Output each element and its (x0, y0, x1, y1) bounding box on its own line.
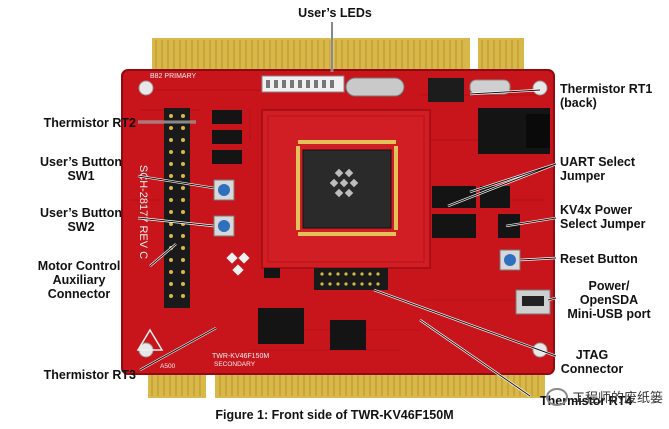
label-jtag-line1: JTAG (575, 348, 609, 362)
label-jtag-line2: Connector (560, 362, 624, 376)
jtag-header (314, 268, 388, 290)
label-users-leds-text: User’s LEDs (298, 6, 372, 20)
chip-logo (329, 168, 359, 198)
label-sw1-line2: SW1 (67, 169, 95, 183)
label-kv4x-line1: KV4x Power (560, 203, 633, 217)
silk-twr: TWR-KV46F150M (212, 353, 269, 360)
top-edge-connector-left (152, 38, 470, 72)
label-users-button-sw1: User’s Button SW1 (22, 155, 140, 183)
label-sw2-line2: SW2 (67, 220, 95, 234)
watermark: 工程师的废纸篓 (545, 387, 663, 406)
esd-warning-mark (136, 328, 164, 351)
label-sw2-line1: User’s Button (40, 206, 122, 220)
mounting-hole (532, 80, 548, 96)
label-thermistor-rt3: Thermistor RT3 (12, 368, 136, 382)
figure-caption: Figure 1: Front side of TWR-KV46F150M (0, 408, 669, 422)
label-reset-button: Reset Button (560, 252, 638, 266)
figure-caption-text: Figure 1: Front side of TWR-KV46F150M (215, 408, 454, 422)
thermistor-rt1-area (428, 78, 464, 102)
label-kv4x-power: KV4x Power Select Jumper (560, 203, 645, 231)
label-power-line1: Power/ (588, 279, 630, 293)
label-users-button-sw2: User’s Button SW2 (22, 206, 140, 234)
label-thermistor-rt3-text: Thermistor RT3 (43, 368, 136, 382)
label-motor-line3: Connector (47, 287, 111, 301)
label-motor-line1: Motor Control (37, 259, 121, 273)
label-thermistor-rt1: Thermistor RT1 (back) (560, 82, 652, 110)
label-kv4x-line2: Select Jumper (560, 217, 646, 231)
user-button-sw1 (213, 179, 235, 201)
silk-a500: A500 (160, 363, 176, 370)
watermark-text: 工程师的废纸篓 (571, 391, 663, 406)
silk-secondary: SECONDARY (214, 361, 256, 368)
silk-b82: B82 PRIMARY (150, 73, 196, 80)
label-uart-select-line1: UART Select (560, 155, 636, 169)
label-power-opensda: Power/ OpenSDA Mini-USB port (556, 279, 662, 321)
mcu-chip (302, 149, 392, 229)
label-reset-text: Reset Button (560, 252, 638, 266)
label-jtag-connector: JTAG Connector (556, 348, 628, 376)
label-thermistor-rt1-line2: (back) (560, 96, 597, 110)
mounting-hole (138, 80, 154, 96)
label-thermistor-rt2-text: Thermistor RT2 (43, 116, 136, 130)
motor-control-header (164, 108, 190, 308)
label-motor-line2: Auxiliary (52, 273, 106, 287)
label-uart-select-line2: Jumper (560, 169, 606, 183)
reset-button-part (499, 249, 521, 271)
label-thermistor-rt1-line1: Thermistor RT1 (560, 82, 653, 96)
wechat-icon (545, 387, 568, 406)
board-logo (226, 252, 250, 276)
kv4x-power-jumper (432, 214, 520, 238)
label-thermistor-rt2: Thermistor RT2 (12, 116, 136, 130)
label-sw1-line1: User’s Button (40, 155, 122, 169)
label-power-line2: OpenSDA (579, 293, 639, 307)
label-uart-select: UART Select Jumper (560, 155, 635, 183)
label-power-line3: Mini-USB port (567, 307, 651, 321)
label-users-leds: User’s LEDs (292, 6, 378, 20)
board-rev-text: SCH-28177 REV C (137, 165, 149, 259)
user-button-sw2 (213, 215, 235, 237)
label-motor-control: Motor Control Auxiliary Connector (20, 259, 138, 301)
crystal (345, 77, 405, 97)
top-edge-connector-right (478, 38, 524, 72)
